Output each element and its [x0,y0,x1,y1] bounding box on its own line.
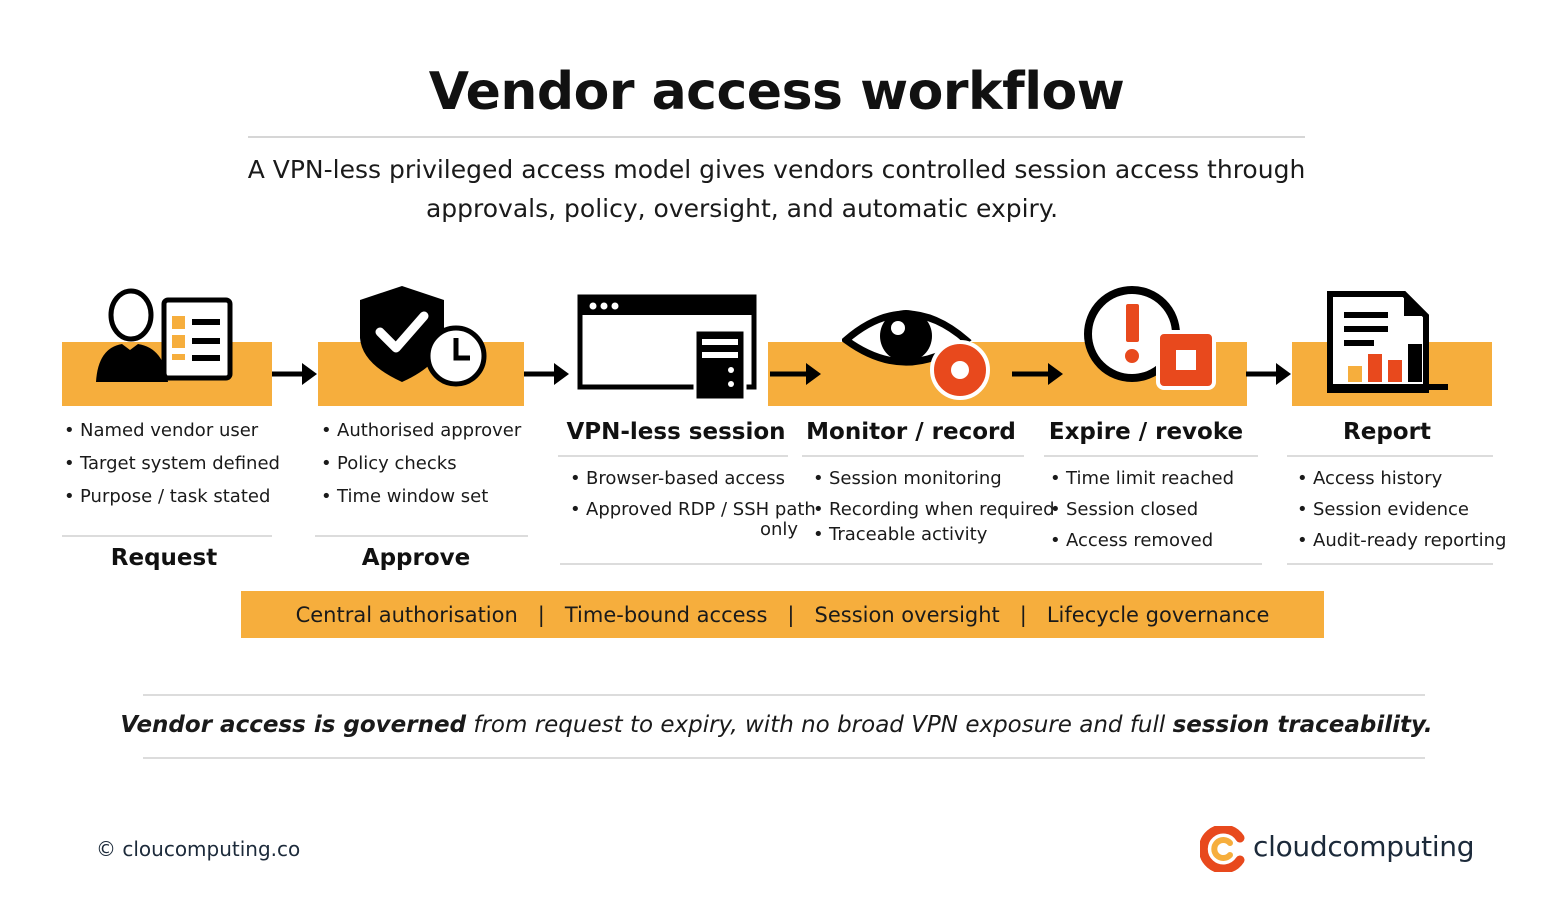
subtitle-line-1: A VPN-less privileged access model gives… [247,155,1306,184]
monitor-bullets: Session monitoring Recording when requir… [811,468,1055,555]
title-divider [248,136,1305,138]
report-bullets: Access history Session evidence Audit-re… [1295,468,1506,561]
divider [558,455,788,457]
list-item: Approved RDP / SSH path [568,499,816,521]
list-item: Audit-ready reporting [1295,530,1506,552]
vendor-user-icon [96,288,233,382]
divider [560,563,1262,565]
vpn-session-bullets: Browser-based access Approved RDP / SSH … [568,468,816,521]
divider [802,455,1024,457]
list-item: Time limit reached [1048,468,1234,490]
arrow-icon [524,363,569,385]
expire-bullets: Time limit reached Session closed Access… [1048,468,1234,561]
subtitle-line-2: approvals, policy, oversight, and automa… [425,194,1059,223]
tagline-middle: from request to expiry, with no broad VP… [466,712,1173,738]
list-item: Access history [1295,468,1506,490]
divider [1287,563,1493,565]
divider [315,535,528,537]
brand-logo-icon [1200,826,1245,872]
list-item: Traceable activity [811,524,1055,546]
list-item: Session evidence [1295,499,1506,521]
list-item: Authorised approver [319,420,521,442]
step-heading-approve: Approve [361,545,471,571]
brand-name: cloudcomputing [1253,830,1475,863]
list-item: Time window set [319,486,521,508]
eye-record-icon [842,310,990,400]
principle-session-oversight: Session oversight [814,602,1000,627]
page-title: Vendor access workflow [428,62,1125,122]
principles-bar: Central authorisation | Time-bound acces… [241,591,1324,638]
principle-central-authorisation: Central authorisation [295,602,518,627]
step-heading-vpn-less-session: VPN-less session [566,419,786,445]
arrow-icon [272,363,317,385]
principle-time-bound-access: Time-bound access [564,602,768,627]
divider [1287,455,1493,457]
step-heading-expire-revoke: Expire / revoke [1048,419,1244,445]
list-item: Session monitoring [811,468,1055,490]
copyright-text: © cloucomputing.co [96,837,301,861]
arrow-icon [1012,363,1063,385]
tagline-bold-start: Vendor access is governed [120,712,467,738]
separator: | [787,602,795,627]
list-item: Policy checks [319,453,521,475]
approve-bullets: Authorised approver Policy checks Time w… [319,420,521,519]
list-item: Named vendor user [62,420,280,442]
request-bullets: Named vendor user Target system defined … [62,420,280,519]
separator: | [537,602,545,627]
list-item-continuation: only [760,519,799,540]
list-item: Session closed [1048,499,1234,521]
step-heading-request: Request [110,545,218,571]
report-chart-icon [1327,291,1448,393]
shield-check-clock-icon [360,286,487,387]
divider [1044,455,1258,457]
tagline-bold-end: session traceability. [1172,712,1433,738]
list-item: Recording when required [811,499,1055,521]
list-item: Access removed [1048,530,1234,552]
step-heading-report: Report [1343,419,1431,445]
tagline: Vendor access is governed from request t… [0,712,1553,738]
arrow-icon [770,363,821,385]
divider [62,535,272,537]
tagline-divider-top [143,694,1425,696]
step-heading-monitor-record: Monitor / record [806,419,1016,445]
list-item: Purpose / task stated [62,486,280,508]
list-item: Browser-based access [568,468,816,490]
principle-lifecycle-governance: Lifecycle governance [1046,602,1270,627]
arrow-icon [1246,363,1291,385]
alert-stop-icon [1084,286,1216,390]
list-item: Target system defined [62,453,280,475]
separator: | [1019,602,1027,627]
tagline-divider-bottom [143,757,1425,759]
browser-server-icon [577,294,757,402]
